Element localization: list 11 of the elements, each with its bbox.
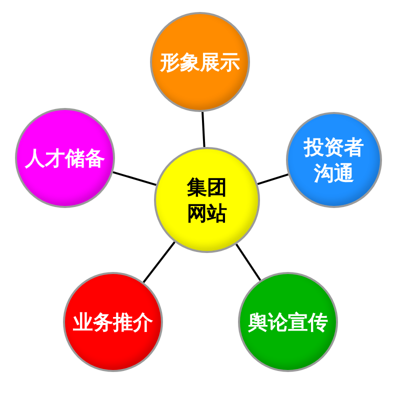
topic-label: 人才储备 xyxy=(25,145,105,171)
connector-line xyxy=(235,244,262,281)
connector-line xyxy=(142,241,176,283)
connector-line xyxy=(257,173,289,186)
topic-label: 形象展示 xyxy=(160,49,240,75)
topic-label: 业务推介 xyxy=(73,309,153,335)
connector-line xyxy=(202,112,206,148)
topic-label: 投资者沟通 xyxy=(302,134,365,186)
connector-line xyxy=(112,171,156,186)
topic-label: 舆论宣传 xyxy=(248,309,328,335)
topic-label: 集团网站 xyxy=(186,174,228,226)
